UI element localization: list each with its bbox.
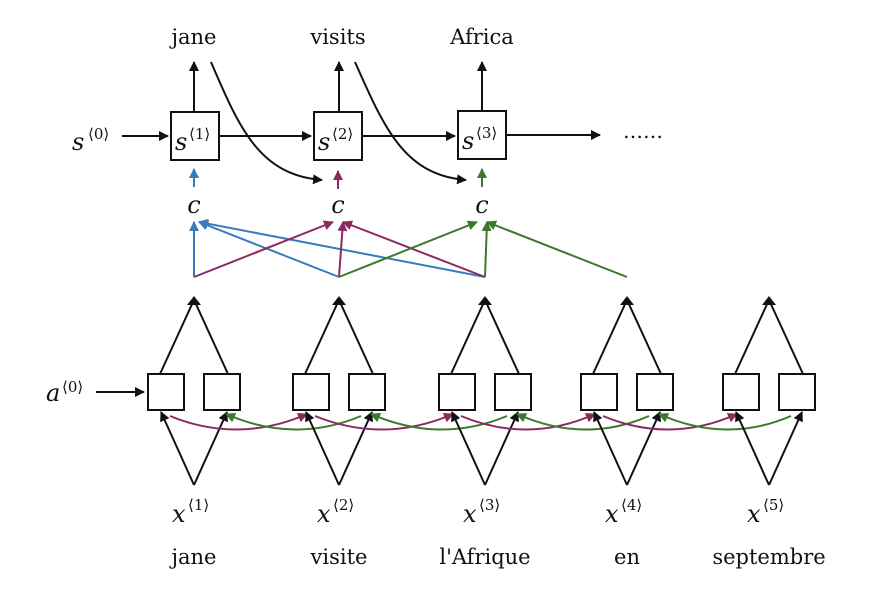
input-word: septembre xyxy=(712,545,825,569)
svg-text:⟨0⟩: ⟨0⟩ xyxy=(62,378,83,396)
backward-activation-line xyxy=(485,301,520,375)
input-word: l'Afrique xyxy=(439,545,530,569)
input-symbol: x xyxy=(317,500,331,528)
attention-line-c1-from-a2 xyxy=(198,220,340,278)
forward-recurrent-arrow xyxy=(460,413,596,431)
backward-rnn-cell xyxy=(636,373,674,411)
input-symbol: x xyxy=(463,500,477,528)
continuation-dots: …… xyxy=(623,119,663,143)
forward-activation-line xyxy=(450,301,485,375)
svg-text:⟨2⟩: ⟨2⟩ xyxy=(332,125,353,143)
attention-line-c3-from-a2 xyxy=(338,220,478,278)
context-label-2: c xyxy=(331,191,344,219)
input-to-backward-arrow xyxy=(484,411,519,486)
forward-activation-line xyxy=(734,301,769,375)
input-index: ⟨4⟩ xyxy=(621,496,642,514)
encoder-step-5: x⟨5⟩ septembre xyxy=(712,296,826,569)
encoder-step-3: x⟨3⟩ l'Afrique xyxy=(438,296,532,569)
input-word: en xyxy=(614,545,640,569)
input-to-forward-arrow xyxy=(451,411,486,486)
backward-rnn-cell xyxy=(203,373,241,411)
forward-rnn-cell xyxy=(722,373,760,411)
backward-activation-line xyxy=(627,301,662,375)
activation-apex-arrow xyxy=(187,296,201,305)
input-index: ⟨1⟩ xyxy=(188,496,209,514)
input-to-backward-arrow xyxy=(193,411,228,486)
forward-activation-line xyxy=(592,301,627,375)
input-to-forward-arrow xyxy=(735,411,770,486)
attention-line-c3-from-a3 xyxy=(481,221,492,278)
backward-rnn-cell xyxy=(778,373,816,411)
input-to-forward-arrow xyxy=(593,411,628,486)
forward-rnn-cell xyxy=(292,373,330,411)
backward-recurrent-arrow xyxy=(225,413,362,431)
svg-text:s: s xyxy=(175,128,187,156)
backward-activation-line xyxy=(194,301,229,375)
input-index: ⟨3⟩ xyxy=(479,496,500,514)
forward-recurrent-arrow xyxy=(169,413,308,431)
context-label-1: c xyxy=(187,191,200,219)
feedback-curve-2 xyxy=(354,61,467,185)
forward-rnn-cell xyxy=(438,373,476,411)
attention-line-c2-from-a1 xyxy=(193,220,334,278)
forward-rnn-cell xyxy=(580,373,618,411)
svg-text:s: s xyxy=(72,128,84,156)
input-symbol: x xyxy=(605,500,619,528)
backward-activation-line xyxy=(339,301,374,375)
encoder-step-1: x⟨1⟩ jane xyxy=(147,296,241,569)
activation-apex-arrow xyxy=(762,296,776,305)
encoder-step-2: x⟨2⟩ visite xyxy=(292,296,386,569)
encoder: x⟨1⟩janex⟨2⟩visitex⟨3⟩l'Afriquex⟨4⟩enx⟨5… xyxy=(147,296,826,569)
svg-text:⟨0⟩: ⟨0⟩ xyxy=(88,125,109,143)
decoder-state-3: s ⟨3⟩ xyxy=(457,110,507,160)
input-symbol: x xyxy=(172,500,186,528)
decoder-state-2: s ⟨2⟩ xyxy=(313,111,363,161)
attention-line-c3-from-a4 xyxy=(486,220,628,278)
svg-text:a: a xyxy=(46,379,60,407)
decoder-initial-state: s ⟨0⟩ xyxy=(72,125,109,156)
input-to-forward-arrow xyxy=(305,411,340,486)
output-word-2: visits xyxy=(309,25,365,49)
svg-text:s: s xyxy=(462,127,474,155)
backward-recurrent-arrow xyxy=(370,412,508,431)
attention-line-c2-from-a3 xyxy=(342,220,486,278)
output-word-1: jane xyxy=(169,25,217,49)
backward-recurrent-arrow xyxy=(516,413,650,431)
input-symbol: x xyxy=(747,500,761,528)
backward-recurrent-arrow xyxy=(658,413,792,431)
svg-text:s: s xyxy=(318,128,330,156)
decoder-state-1: s ⟨1⟩ xyxy=(170,111,220,161)
activation-apex-arrow xyxy=(620,296,634,305)
encoder-initial-activation: a ⟨0⟩ xyxy=(46,378,83,407)
input-to-backward-arrow xyxy=(768,411,803,486)
forward-rnn-cell xyxy=(147,373,185,411)
backward-rnn-cell xyxy=(494,373,532,411)
context-label-3: c xyxy=(475,191,488,219)
input-word: visite xyxy=(310,545,368,569)
input-word: jane xyxy=(169,545,217,569)
input-to-backward-arrow xyxy=(626,411,661,486)
backward-rnn-cell xyxy=(348,373,386,411)
output-word-3: Africa xyxy=(449,25,514,49)
activation-apex-arrow xyxy=(478,296,492,305)
input-to-forward-arrow xyxy=(160,411,195,486)
svg-text:⟨3⟩: ⟨3⟩ xyxy=(476,124,497,142)
input-index: ⟨2⟩ xyxy=(333,496,354,514)
attention-line-c2-from-a2 xyxy=(337,221,348,278)
forward-activation-line xyxy=(304,301,339,375)
feedback-curve-1 xyxy=(210,61,323,185)
backward-activation-line xyxy=(769,301,804,375)
input-index: ⟨5⟩ xyxy=(763,496,784,514)
forward-activation-line xyxy=(159,301,194,375)
forward-recurrent-arrow xyxy=(314,412,454,431)
svg-text:⟨1⟩: ⟨1⟩ xyxy=(189,125,210,143)
input-to-backward-arrow xyxy=(338,411,373,486)
encoder-step-4: x⟨4⟩ en xyxy=(580,296,674,569)
activation-apex-arrow xyxy=(332,296,346,305)
forward-recurrent-arrow xyxy=(602,413,738,431)
attention-lines xyxy=(189,218,628,278)
